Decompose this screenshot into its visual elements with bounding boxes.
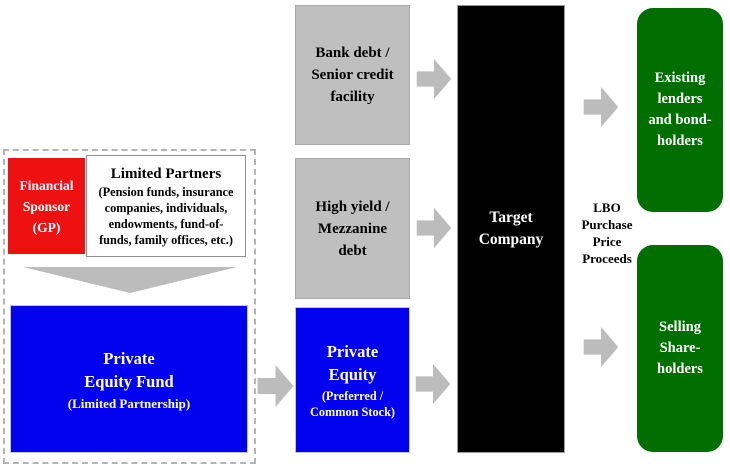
pe-fund-title-line: Private xyxy=(103,348,155,368)
limited-partners-subtitle-line: endowments, fund-of- xyxy=(108,216,224,231)
arrow-right-icon xyxy=(416,58,452,100)
limited-partners-subtitle-line: funds, family offices, etc.) xyxy=(99,232,233,247)
lbo-proceeds-label: LBO Purchase Price Proceeds xyxy=(568,199,646,267)
limited-partners-subtitle-line: (Pension funds, insurance xyxy=(98,184,234,199)
existing-lenders-line: holders xyxy=(657,133,703,149)
target-company-line: Company xyxy=(478,231,544,248)
private-equity-box: Private Equity (Preferred / Common Stock… xyxy=(295,307,410,453)
private-equity-subtitle-line: (Preferred / xyxy=(321,389,384,403)
bank-debt-line: Bank debt / xyxy=(315,45,390,61)
private-equity-title-line: Equity xyxy=(328,365,377,384)
target-company-line: Target xyxy=(489,209,533,226)
target-company-box: Target Company xyxy=(457,5,565,453)
existing-lenders-line: and bond- xyxy=(648,112,712,128)
lbo-proceeds-line: LBO xyxy=(593,200,621,215)
high-yield-line: debt xyxy=(338,242,367,259)
arrow-right-icon xyxy=(583,326,619,368)
selling-shareholders-line: holders xyxy=(657,361,703,377)
bank-debt-box: Bank debt / Senior credit facility xyxy=(295,5,410,145)
private-equity-title-line: Private xyxy=(326,342,379,361)
high-yield-line: High yield / xyxy=(315,198,390,215)
private-equity-fund-box: Private Equity Fund (Limited Partnership… xyxy=(10,305,248,453)
pe-fund-subtitle: (Limited Partnership) xyxy=(67,395,191,411)
private-equity-subtitle-line: Common Stock) xyxy=(309,405,396,419)
financial-sponsor-line: (GP) xyxy=(32,219,61,235)
bank-debt-line: facility xyxy=(330,89,375,105)
lbo-proceeds-line: Price xyxy=(592,234,622,249)
lbo-proceeds-line: Proceeds xyxy=(582,251,632,266)
existing-lenders-box: Existing lenders and bond- holders xyxy=(637,8,723,212)
arrow-right-icon xyxy=(415,363,451,405)
arrow-right-icon xyxy=(416,207,452,249)
lbo-proceeds-line: Purchase xyxy=(581,217,633,232)
selling-shareholders-box: Selling Share- holders xyxy=(637,245,723,452)
arrow-right-icon xyxy=(583,86,619,128)
financial-sponsor-line: Financial xyxy=(19,177,74,193)
bank-debt-line: Senior credit xyxy=(311,67,394,83)
limited-partners-title: Limited Partners xyxy=(110,165,222,182)
high-yield-box: High yield / Mezzanine debt xyxy=(295,158,410,299)
selling-shareholders-line: Share- xyxy=(659,340,701,356)
existing-lenders-line: lenders xyxy=(657,91,703,107)
existing-lenders-line: Existing xyxy=(654,70,706,86)
limited-partners-box: Limited Partners (Pension funds, insuran… xyxy=(86,155,246,257)
pe-fund-title-line: Equity Fund xyxy=(84,371,174,391)
financial-sponsor-line: Sponsor xyxy=(22,198,71,214)
arrow-right-icon xyxy=(257,365,294,407)
high-yield-line: Mezzanine xyxy=(317,220,388,237)
financial-sponsor-box: Financial Sponsor (GP) xyxy=(8,158,85,254)
selling-shareholders-line: Selling xyxy=(659,319,701,335)
limited-partners-subtitle-line: companies, individuals, xyxy=(104,200,228,215)
